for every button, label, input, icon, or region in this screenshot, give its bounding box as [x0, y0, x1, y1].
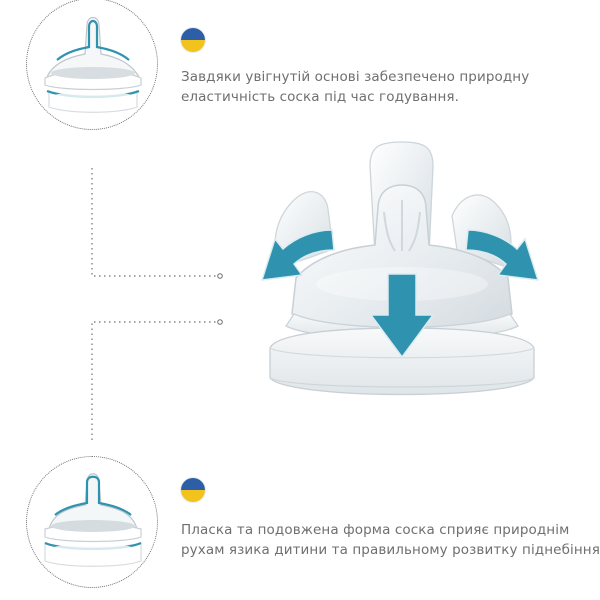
top-caption-line-1: Завдяки увігнутій основі забезпечено при… — [181, 69, 530, 85]
bottom-caption: Пласка та подовжена форма соска сприяє п… — [181, 520, 600, 560]
ukraine-flag-icon — [181, 478, 205, 502]
nipple-product-image — [260, 141, 540, 396]
center-arrow-icon — [369, 273, 435, 359]
ukraine-flag-icon — [181, 28, 205, 52]
bottom-caption-line-1: Пласка та подовжена форма соска сприяє п… — [181, 522, 570, 538]
top-caption: Завдяки увігнутій основі забезпечено при… — [181, 67, 541, 107]
right-arrow-icon — [465, 229, 540, 281]
bottom-detail-image — [26, 456, 158, 588]
top-detail-image — [26, 0, 158, 130]
left-arrow-icon — [260, 229, 335, 281]
bottom-caption-line-2: рухам язика дитини та правильному розвит… — [181, 542, 600, 558]
top-caption-line-2: еластичність соска під час годування. — [181, 89, 460, 105]
